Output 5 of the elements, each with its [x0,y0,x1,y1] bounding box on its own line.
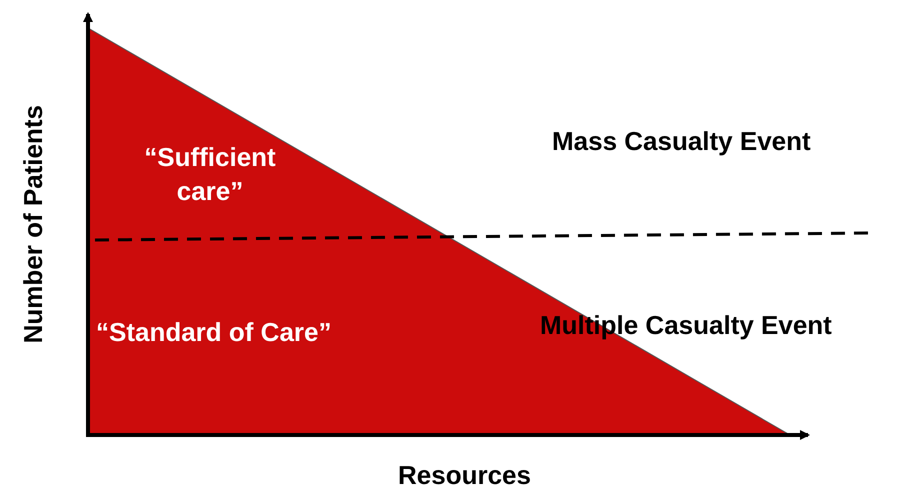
region-label: “Sufficient care” [143,141,277,208]
axis-title: Number of Patients [17,105,49,344]
axis-title: Resources [398,459,531,492]
event-label: Mass Casualty Event [552,125,811,158]
region-label: “Standard of Care” [96,316,332,349]
